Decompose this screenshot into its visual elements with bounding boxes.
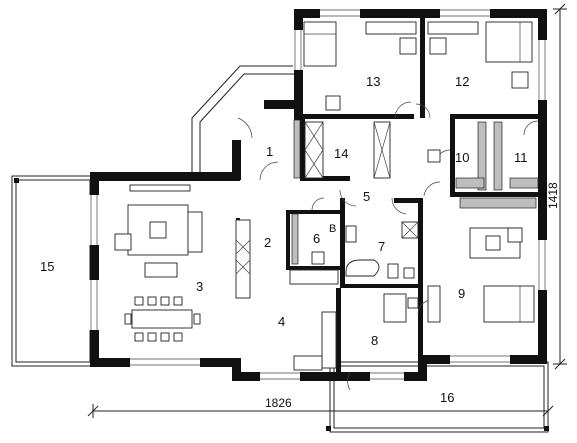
living-furniture <box>114 184 203 342</box>
dimension-height-label: 1418 <box>546 182 560 209</box>
room-label-8: 8 <box>371 333 378 348</box>
room-label-11: 11 <box>514 150 528 165</box>
wardrobes <box>293 119 391 179</box>
room-label-13: 13 <box>366 74 380 89</box>
room-label-b: B <box>329 223 336 235</box>
room-label-4: 4 <box>278 314 285 329</box>
room-label-9: 9 <box>458 286 465 301</box>
bedroom-13-furniture <box>303 21 417 111</box>
room-label-2: 2 <box>264 235 271 250</box>
room-label-5: 5 <box>363 189 370 204</box>
dimension-lines <box>87 3 567 418</box>
room-label-10: 10 <box>455 150 469 165</box>
room-labels: 1 2 3 4 5 6 7 8 9 10 11 12 13 14 15 16 B <box>40 74 528 405</box>
room-label-7: 7 <box>378 239 385 254</box>
bedroom-9-furniture <box>427 227 535 323</box>
entrance-canopy <box>191 65 296 172</box>
windows <box>89 8 548 382</box>
bathroom-fixtures <box>291 213 419 323</box>
bedroom-12-furniture <box>399 21 533 89</box>
room-label-3: 3 <box>196 279 203 294</box>
room-label-14: 14 <box>334 146 348 161</box>
room-label-6: 6 <box>313 231 320 246</box>
terrace-posts <box>14 178 549 431</box>
room-label-16: 16 <box>440 390 454 405</box>
room-label-12: 12 <box>455 74 469 89</box>
room-label-1: 1 <box>266 144 273 159</box>
chimney <box>427 149 441 163</box>
closets <box>455 121 539 209</box>
dimension-width-label: 1826 <box>265 396 292 410</box>
kitchen-units <box>235 219 339 371</box>
interior-walls <box>236 18 540 373</box>
room-label-15: 15 <box>40 259 54 274</box>
